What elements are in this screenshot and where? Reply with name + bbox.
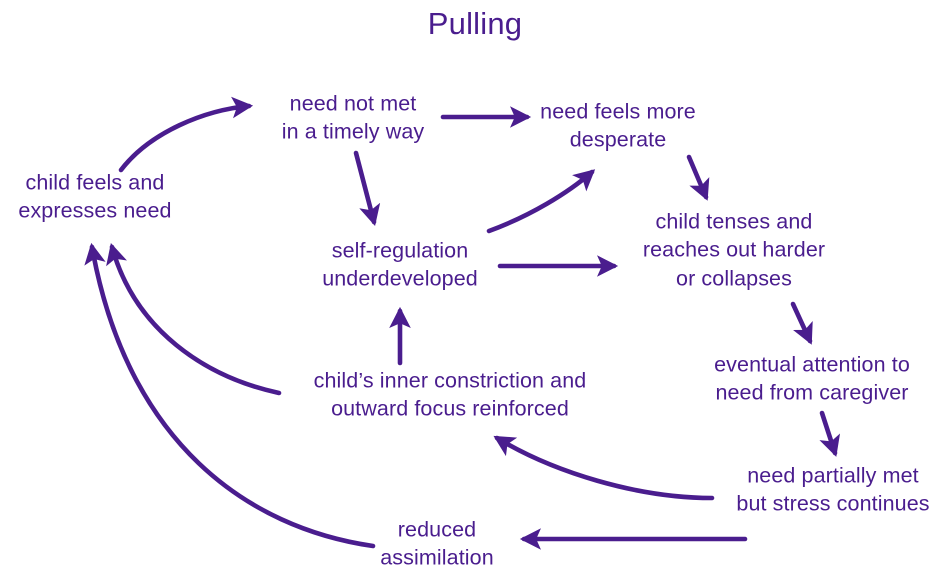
node-line: eventual attention to <box>714 352 910 377</box>
node-line: in a timely way <box>281 120 425 144</box>
edge-self-regulation-to-desperate <box>486 169 596 234</box>
node-eventual-attention: eventual attention to need from caregive… <box>714 351 910 408</box>
node-line: assimilation <box>380 546 494 570</box>
edge-desperate-to-child-tenses <box>686 154 710 201</box>
node-line: expresses need <box>18 199 172 223</box>
node-line: need partially met <box>747 463 919 488</box>
edge-eventual-attention-to-partially-met <box>819 410 841 457</box>
edge-child-feels-to-need-not-met <box>118 96 254 173</box>
node-line: child feels and <box>25 170 165 195</box>
page-title: Pulling <box>427 6 523 41</box>
node-child-tenses: child tenses and reaches out harder or c… <box>643 207 825 292</box>
node-line: need feels more <box>540 99 696 124</box>
edge-partially-met-to-inner-constriction <box>493 435 715 501</box>
node-need-partially-met: need partially met but stress continues <box>736 462 929 519</box>
node-inner-constriction: child’s inner constriction and outward f… <box>314 367 587 424</box>
node-line: need not met <box>289 91 417 116</box>
edge-need-not-met-to-self-regulation <box>353 150 381 227</box>
node-need-not-met: need not met in a timely way <box>282 90 425 147</box>
node-line: child’s inner constriction and <box>313 368 587 393</box>
node-line: underdeveloped <box>322 267 478 291</box>
node-child-feels: child feels and expresses need <box>18 169 171 226</box>
edge-inner-constriction-to-child-feels <box>106 243 282 396</box>
node-line: but stress continues <box>736 492 930 516</box>
edge-reduced-assimilation-to-child-feels <box>84 242 376 549</box>
node-reduced-assimilation: reduced assimilation <box>380 516 494 573</box>
node-line: self-regulation <box>331 238 469 263</box>
node-line: child tenses and <box>655 209 813 234</box>
node-line: reduced <box>397 517 477 542</box>
node-line: or collapses <box>676 266 792 291</box>
node-need-feels-more-desperate: need feels more desperate <box>540 98 696 155</box>
node-line: need from caregiver <box>715 381 909 405</box>
node-line: reaches out harder <box>642 237 826 262</box>
node-self-regulation-underdeveloped: self-regulation underdeveloped <box>322 237 478 294</box>
node-line: desperate <box>569 128 667 152</box>
edge-child-tenses-to-eventual-attention <box>790 301 813 345</box>
node-line: outward focus reinforced <box>331 397 569 421</box>
